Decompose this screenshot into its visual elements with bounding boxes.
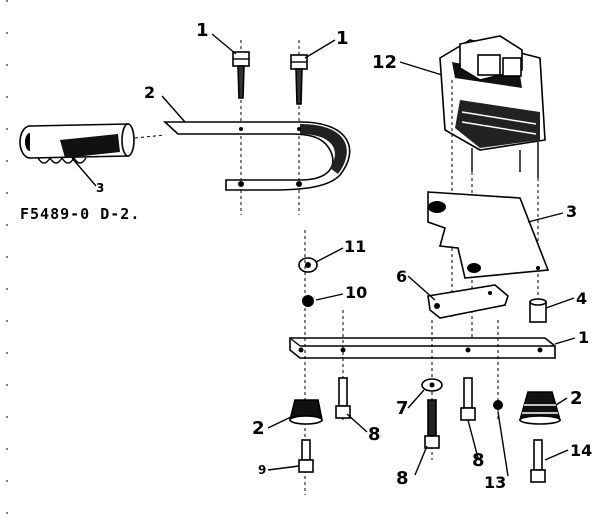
callout-2-foot-right: 2 [570,388,583,409]
callout-3-handle-sleeve: 3 [96,181,104,195]
callout-12-transformer: 12 [372,52,397,73]
handle-sleeve [19,123,135,164]
bracket-hole-right [296,181,302,187]
upper-plate [427,191,550,279]
plate-hole-4 [537,347,543,353]
nut-13 [493,400,503,410]
callout-6-clip: 6 [396,267,407,286]
bolt-9 [298,439,314,473]
bracket-shadow [300,124,347,174]
callout-10-washer: 10 [345,283,367,302]
lower-plate [289,337,556,359]
u-bracket [162,121,351,191]
bolt-8c [460,377,476,421]
callout-13-nut: 13 [484,473,506,492]
plate-hole-2 [340,347,346,353]
callout-9-bolt: 9 [258,463,266,477]
rubber-foot-right [518,391,562,425]
plate-hole-1 [298,347,304,353]
plate-grommet-bottom [467,263,481,273]
centerline-handle [134,134,166,139]
clip-hole [434,303,440,309]
bolt-14 [530,439,546,483]
transformer [439,35,546,178]
bolt-8b [424,399,440,449]
callout-7-washer: 7 [396,398,409,419]
callout-11-nut: 11 [344,237,366,256]
callout-8-bolt-a: 8 [368,424,381,445]
bracket-hole-top-right [297,127,301,131]
screw-left [232,51,250,99]
screw-right [290,54,308,105]
clip-hole-2 [488,291,492,295]
callout-4-spacer: 4 [576,289,587,308]
drawing-code: F5489-0 D-2. [20,205,140,223]
washer-10 [302,295,314,307]
callout-1-screw-left: 1 [196,20,209,41]
callout-1-lower-plate: 1 [578,328,589,347]
plate-hole-3 [465,347,471,353]
washer-7 [421,378,443,392]
bolt-8a [335,377,351,419]
plate-hole [536,266,540,270]
spacer [529,298,547,323]
callout-2-foot-left: 2 [252,418,265,439]
leader-lines [71,33,576,477]
clip [427,284,509,319]
callout-2-bracket: 2 [144,83,155,102]
plate-grommet-top [428,201,446,213]
nut-11 [298,257,318,273]
bracket-hole-left [238,181,244,187]
callout-8-bolt-b: 8 [396,468,409,489]
callout-1-screw-right: 1 [336,28,349,49]
bracket-hole-top-left [239,127,243,131]
callout-8-bolt-c: 8 [472,450,485,471]
callout-3-upper-plate: 3 [566,202,577,221]
rubber-foot-left [288,399,323,425]
callout-14-bolt: 14 [570,441,592,460]
